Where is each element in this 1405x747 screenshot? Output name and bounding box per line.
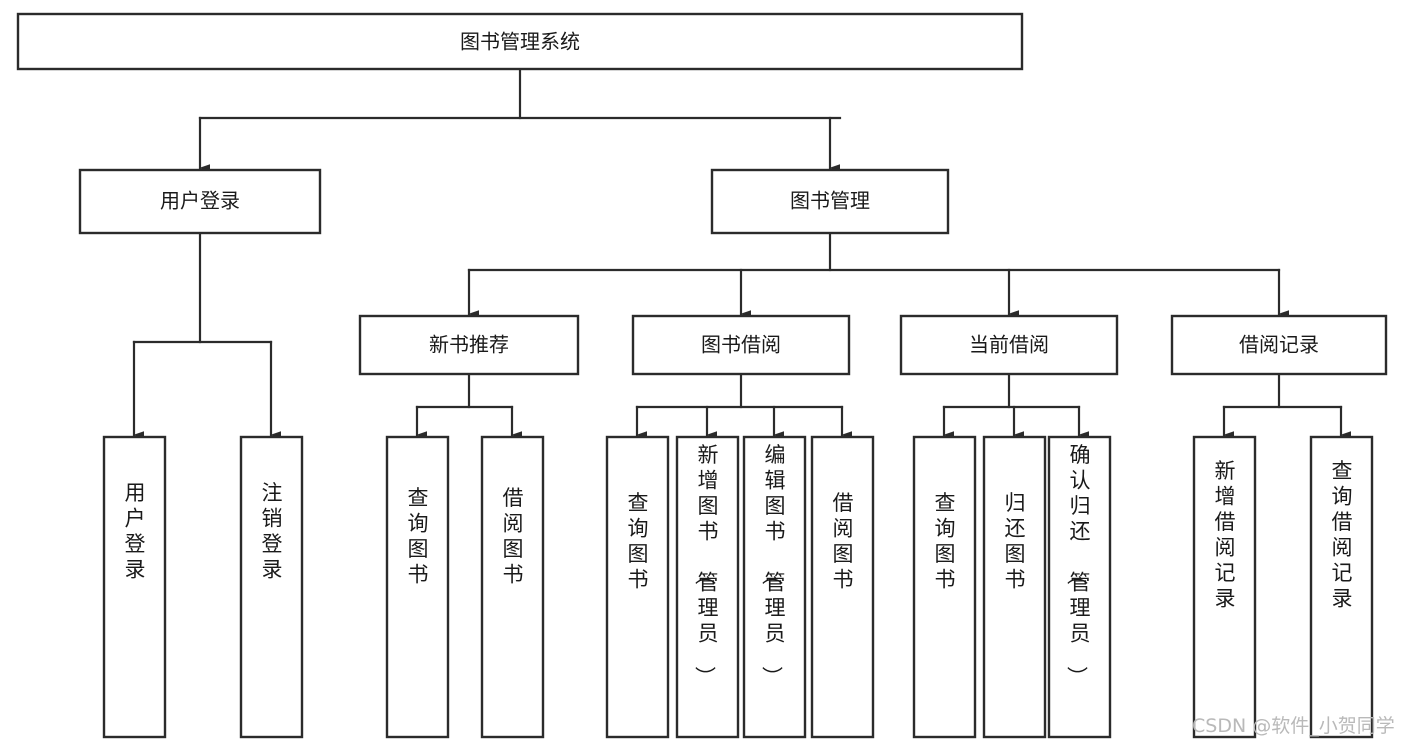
node-leaf-add-book-admin[interactable]: 新增图书（管理员）	[675, 435, 740, 739]
node-leaf-query-book-borrow[interactable]: 查询图书	[605, 435, 670, 739]
node-new-book-recommend-label: 新书推荐	[429, 333, 509, 357]
node-leaf-return-book-box[interactable]	[982, 435, 1047, 739]
node-leaf-confirm-return-admin-box[interactable]	[1047, 435, 1112, 739]
connector-currentborrow-to-leaves	[942, 372, 1089, 439]
node-borrow-record-box[interactable]	[1170, 314, 1388, 376]
node-root[interactable]: 图书管理系统	[16, 12, 1024, 71]
node-leaf-query-book-borrow-label: 查询图书	[628, 491, 649, 592]
connector-bookborrow-to-leaves	[635, 372, 852, 439]
node-leaf-query-book-borrow-box[interactable]	[605, 435, 670, 739]
node-leaf-borrow-book-recommend-label: 借阅图书	[503, 486, 524, 587]
connector-bookmanagement-to-level3	[467, 231, 1289, 318]
node-leaf-borrow-book-recommend-box[interactable]	[480, 435, 545, 739]
node-current-borrow[interactable]: 当前借阅	[899, 314, 1119, 376]
node-leaf-edit-book-admin[interactable]: 编辑图书（管理员）	[742, 435, 807, 739]
node-current-borrow-label: 当前借阅	[969, 333, 1049, 357]
node-leaf-borrow-book-box[interactable]	[810, 435, 875, 739]
node-root-box[interactable]	[16, 12, 1024, 71]
node-leaf-user-login-label: 用户登录	[125, 481, 146, 582]
node-leaf-add-borrow-record-box[interactable]	[1192, 435, 1257, 739]
node-leaf-edit-book-admin-box[interactable]	[742, 435, 807, 739]
node-user-login[interactable]: 用户登录	[78, 168, 322, 235]
node-leaf-user-logout-label: 注销登录	[262, 481, 283, 582]
watermark-label: CSDN @软件_小贺同学	[1192, 715, 1395, 737]
node-leaf-confirm-return-admin[interactable]: 确认归还（管理员）	[1047, 435, 1112, 739]
node-book-borrow-box[interactable]	[631, 314, 851, 376]
node-root-label: 图书管理系统	[460, 30, 580, 54]
node-leaf-user-login-box[interactable]	[102, 435, 167, 739]
connector-borrowrecord-to-leaves	[1222, 372, 1351, 439]
node-leaf-user-login[interactable]: 用户登录	[102, 435, 167, 739]
node-current-borrow-box[interactable]	[899, 314, 1119, 376]
node-leaf-add-book-admin-label: 新增图书（管理员）	[693, 443, 719, 687]
node-leaf-query-book-current-box[interactable]	[912, 435, 977, 739]
node-leaf-user-logout[interactable]: 注销登录	[239, 435, 304, 739]
node-book-borrow[interactable]: 图书借阅	[631, 314, 851, 376]
node-leaf-query-borrow-record-box[interactable]	[1309, 435, 1374, 739]
node-leaf-user-logout-box[interactable]	[239, 435, 304, 739]
node-leaf-confirm-return-admin-label: 确认归还（管理员）	[1065, 443, 1091, 687]
node-book-management-box[interactable]	[710, 168, 950, 235]
node-user-login-box[interactable]	[78, 168, 322, 235]
node-leaf-query-book-recommend-box[interactable]	[385, 435, 450, 739]
node-leaf-query-book-current-label: 查询图书	[935, 491, 956, 592]
node-new-book-recommend-box[interactable]	[358, 314, 580, 376]
node-leaf-query-book-current[interactable]: 查询图书	[912, 435, 977, 739]
node-leaf-query-book-recommend-label: 查询图书	[408, 486, 429, 587]
node-leaf-query-book-recommend[interactable]: 查询图书	[385, 435, 450, 739]
connector-root-to-level2	[198, 67, 842, 172]
connector-layer	[132, 67, 1351, 439]
node-leaf-query-borrow-record-label: 查询借阅记录	[1332, 459, 1353, 611]
node-leaf-edit-book-admin-label: 编辑图书（管理员）	[760, 443, 786, 687]
node-layer: 图书管理系统 用户登录 图书管理 新书推荐 图书借阅	[16, 12, 1388, 739]
node-borrow-record[interactable]: 借阅记录	[1170, 314, 1388, 376]
node-leaf-add-borrow-record[interactable]: 新增借阅记录	[1192, 435, 1257, 739]
node-new-book-recommend[interactable]: 新书推荐	[358, 314, 580, 376]
node-leaf-return-book[interactable]: 归还图书	[982, 435, 1047, 739]
node-leaf-query-borrow-record[interactable]: 查询借阅记录	[1309, 435, 1374, 739]
node-leaf-return-book-label: 归还图书	[1005, 491, 1026, 592]
node-leaf-add-borrow-record-label: 新增借阅记录	[1215, 459, 1236, 611]
node-user-login-label: 用户登录	[160, 189, 240, 213]
node-leaf-borrow-book-recommend[interactable]: 借阅图书	[480, 435, 545, 739]
connector-userlogin-to-leaves	[132, 231, 281, 439]
node-leaf-borrow-book[interactable]: 借阅图书	[810, 435, 875, 739]
node-borrow-record-label: 借阅记录	[1239, 333, 1319, 357]
node-book-management[interactable]: 图书管理	[710, 168, 950, 235]
node-book-borrow-label: 图书借阅	[701, 333, 781, 357]
node-leaf-borrow-book-label: 借阅图书	[833, 491, 854, 592]
node-leaf-add-book-admin-box[interactable]	[675, 435, 740, 739]
node-book-management-label: 图书管理	[790, 189, 870, 213]
watermark: CSDN @软件_小贺同学	[1192, 715, 1395, 737]
connector-recommend-to-leaves	[415, 372, 522, 439]
